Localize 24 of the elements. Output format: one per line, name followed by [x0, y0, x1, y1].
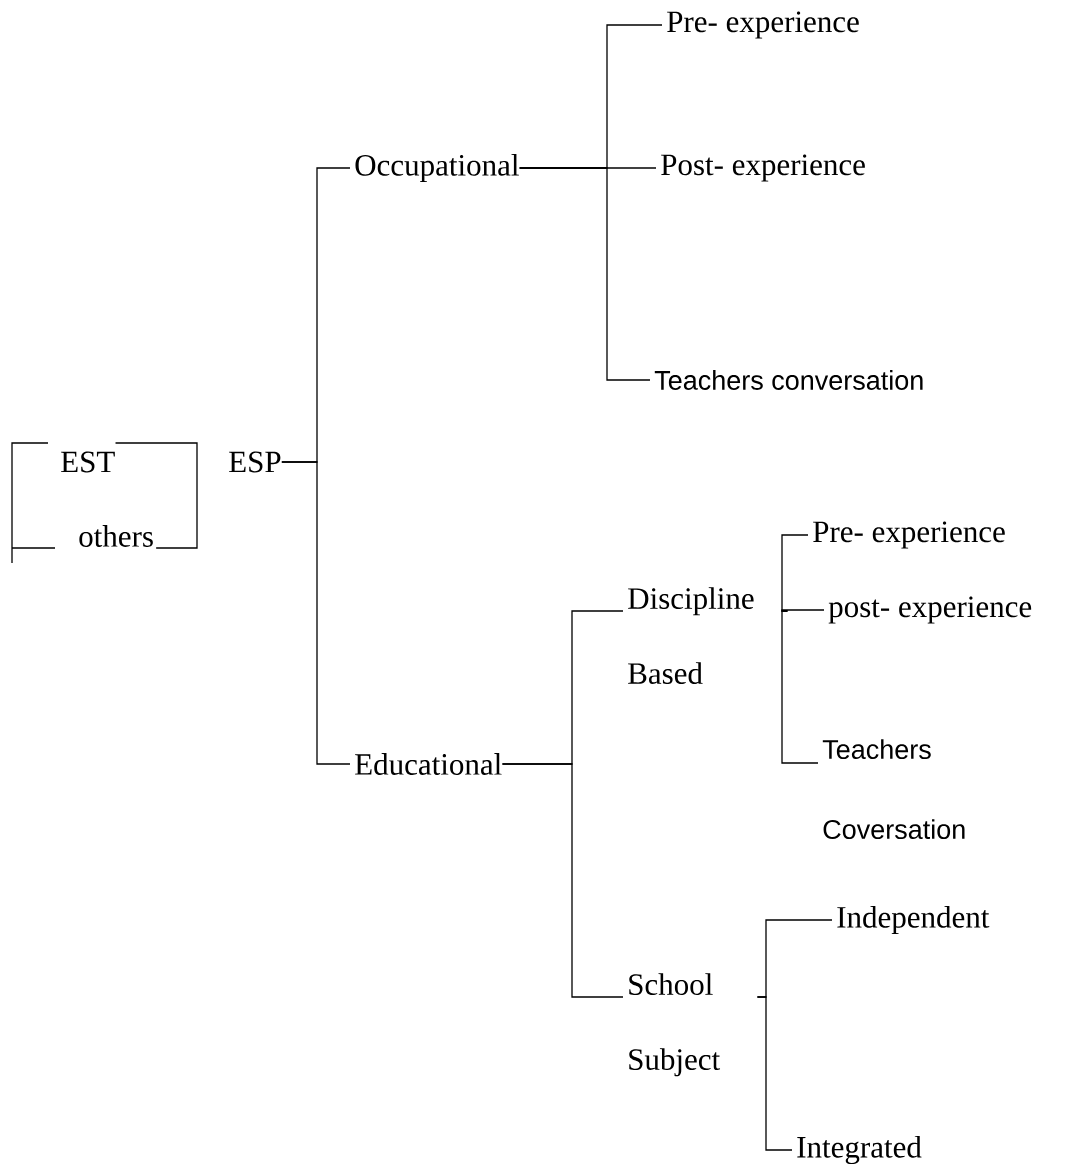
tree-label: Occupational [355, 153, 519, 183]
tree-label: Independent [837, 905, 990, 935]
tree-connector [281, 461, 351, 765]
tree-label: Integrated [797, 1135, 922, 1165]
tree-connector [519, 167, 651, 381]
tree-connector [781, 534, 809, 612]
tree-label: others [79, 525, 153, 547]
tree-connector [756, 996, 793, 1151]
tree-connector [781, 609, 825, 612]
tree-label: EST [61, 451, 115, 473]
tree-label: Teachers conversation [654, 370, 923, 390]
tree-label: Educational [355, 753, 502, 775]
tree-label: Pre- experience [813, 521, 1005, 549]
bracket [11, 442, 56, 564]
tree-connector [501, 763, 624, 998]
bracket [114, 442, 198, 549]
tree-label: post- experience [828, 596, 1032, 624]
tree-label: ESP [229, 451, 281, 473]
tree-connector [781, 610, 819, 764]
tree-label: School Subject [629, 973, 720, 1077]
tree-label: Pre- experience [667, 11, 859, 39]
tree-label: Teachers Coversation [822, 739, 965, 840]
tree-label: Post- experience [661, 154, 865, 182]
tree-label: Discipline Based [628, 587, 754, 684]
